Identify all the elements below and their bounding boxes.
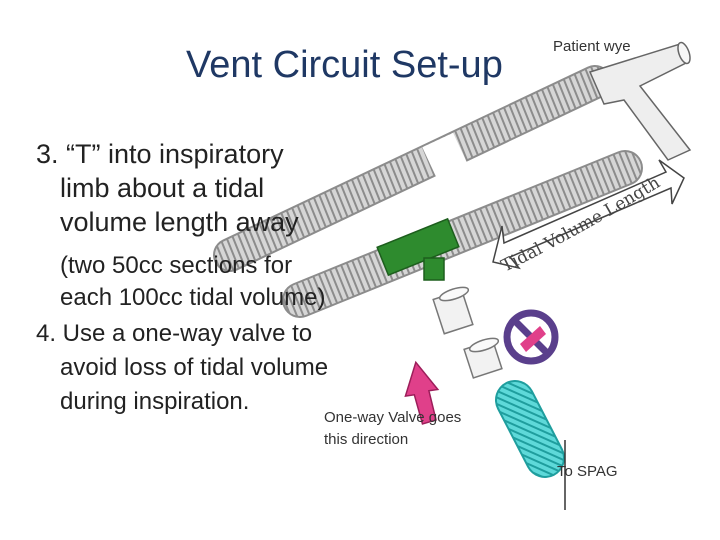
to-spag-label: To SPAG	[557, 463, 618, 480]
one-way-valve-label-line2: this direction	[324, 431, 409, 448]
up-arrow-icon	[404, 360, 440, 425]
tidal-volume-arrow	[492, 159, 685, 270]
step4-line2: avoid loss of tidal volume	[60, 354, 329, 381]
step4-line3: during inspiration.	[60, 388, 250, 415]
spag-tube	[495, 380, 565, 478]
patient-wye	[588, 41, 692, 161]
patient-wye-label: Patient wye	[553, 38, 631, 55]
tube-gap	[422, 132, 472, 188]
step4-line1: 4. Use a one-way valve to	[36, 320, 313, 347]
step3-line1: 3. “T” into inspiratory	[36, 139, 284, 169]
t-connector	[376, 217, 460, 281]
step3-line2: limb about a tidal	[60, 173, 265, 203]
adapter-2	[463, 337, 503, 379]
no-symbol-icon	[503, 309, 559, 365]
page-title: Vent Circuit Set-up	[186, 44, 503, 86]
note-line2: each 100cc tidal volume)	[60, 284, 326, 311]
step3-line3: volume length away	[60, 207, 299, 237]
one-way-valve-label-line1: One-way Valve goes	[324, 409, 462, 426]
adapter-1	[432, 286, 474, 335]
note-line1: (two 50cc sections for	[60, 252, 293, 279]
